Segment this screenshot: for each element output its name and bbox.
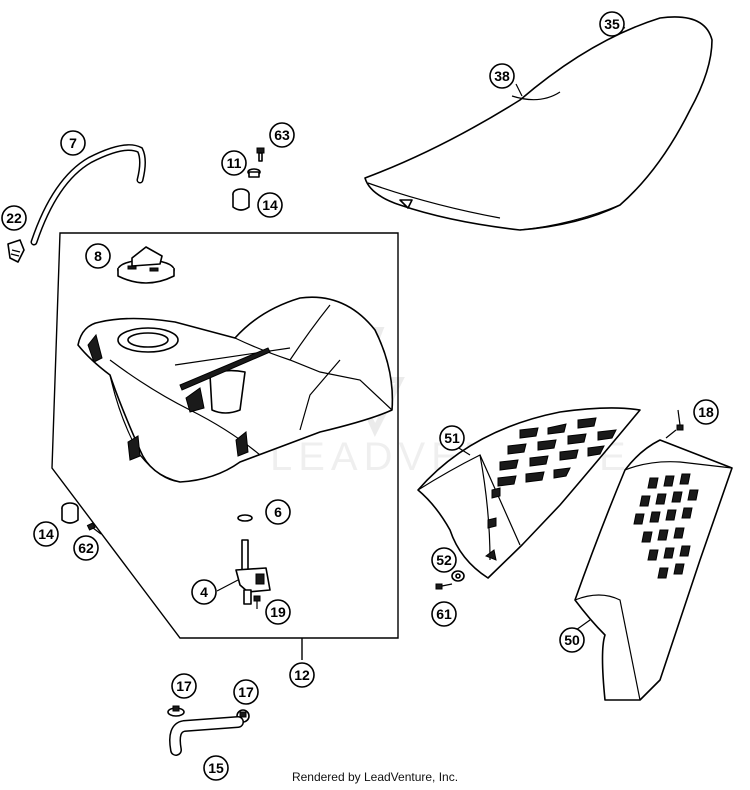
bushing-top[interactable] — [232, 188, 250, 211]
svg-text:50: 50 — [564, 632, 580, 648]
svg-text:14: 14 — [262, 197, 278, 213]
svg-text:63: 63 — [274, 127, 290, 143]
filler-cap[interactable] — [117, 246, 175, 284]
svg-text:17: 17 — [238, 684, 254, 700]
fuel-hose-short[interactable] — [169, 716, 244, 756]
callout-17-right[interactable]: 17 — [233, 679, 259, 705]
callout-6[interactable]: 6 — [265, 499, 291, 525]
callout-52[interactable]: 52 — [431, 547, 457, 573]
fuel-tank[interactable] — [77, 296, 394, 483]
svg-text:17: 17 — [176, 678, 192, 694]
svg-text:15: 15 — [208, 760, 224, 776]
o-ring[interactable] — [237, 514, 253, 522]
callout-11[interactable]: 11 — [221, 150, 247, 176]
seat[interactable] — [364, 16, 713, 231]
svg-text:7: 7 — [69, 135, 77, 151]
svg-text:52: 52 — [436, 552, 452, 568]
screw-61[interactable] — [435, 583, 453, 590]
svg-text:12: 12 — [294, 667, 310, 683]
screw-19[interactable] — [253, 595, 261, 609]
callout-15[interactable]: 15 — [203, 755, 229, 781]
callout-22[interactable]: 22 — [1, 205, 27, 231]
callout-12[interactable]: 12 — [289, 662, 315, 688]
callout-7[interactable]: 7 — [60, 130, 86, 156]
svg-text:51: 51 — [444, 430, 460, 446]
spoiler-left[interactable] — [417, 407, 641, 579]
callout-8[interactable]: 8 — [85, 243, 111, 269]
callout-4[interactable]: 4 — [191, 579, 217, 605]
svg-text:35: 35 — [604, 16, 620, 32]
svg-text:6: 6 — [274, 504, 282, 520]
svg-text:4: 4 — [200, 584, 208, 600]
hose-clamp-left[interactable] — [167, 705, 185, 717]
credit-text: Rendered by LeadVenture, Inc. — [291, 770, 459, 784]
svg-text:11: 11 — [227, 155, 242, 171]
callout-61[interactable]: 61 — [431, 601, 457, 627]
spoiler-right[interactable] — [574, 439, 733, 701]
callout-35[interactable]: 35 — [599, 11, 625, 37]
callout-51[interactable]: 51 — [439, 425, 465, 451]
callout-18[interactable]: 18 — [693, 399, 719, 425]
screw-62[interactable] — [86, 522, 102, 535]
callout-14-top[interactable]: 14 — [257, 192, 283, 218]
bushing-left[interactable] — [61, 502, 79, 524]
washer-52[interactable] — [451, 570, 465, 582]
svg-text:8: 8 — [94, 248, 102, 264]
callout-50[interactable]: 50 — [559, 627, 585, 653]
fuel-hose[interactable] — [30, 144, 146, 246]
screw-63[interactable] — [256, 147, 265, 162]
callout-17-left[interactable]: 17 — [171, 673, 197, 699]
svg-text:62: 62 — [78, 540, 94, 556]
callout-63[interactable]: 63 — [269, 122, 295, 148]
fuel-tap[interactable] — [235, 539, 271, 605]
svg-text:14: 14 — [38, 526, 54, 542]
callout-62[interactable]: 62 — [73, 535, 99, 561]
callout-19[interactable]: 19 — [265, 599, 291, 625]
washer-11[interactable] — [247, 168, 261, 178]
svg-text:18: 18 — [698, 404, 714, 420]
svg-text:19: 19 — [270, 604, 286, 620]
svg-text:61: 61 — [436, 606, 452, 622]
elbow-fitting[interactable] — [7, 239, 25, 263]
svg-text:22: 22 — [6, 210, 22, 226]
screw-18[interactable] — [665, 424, 684, 439]
callout-38[interactable]: 38 — [489, 63, 515, 89]
tank-group-frame — [51, 232, 399, 639]
svg-text:38: 38 — [494, 68, 510, 84]
callout-14-left[interactable]: 14 — [33, 521, 59, 547]
